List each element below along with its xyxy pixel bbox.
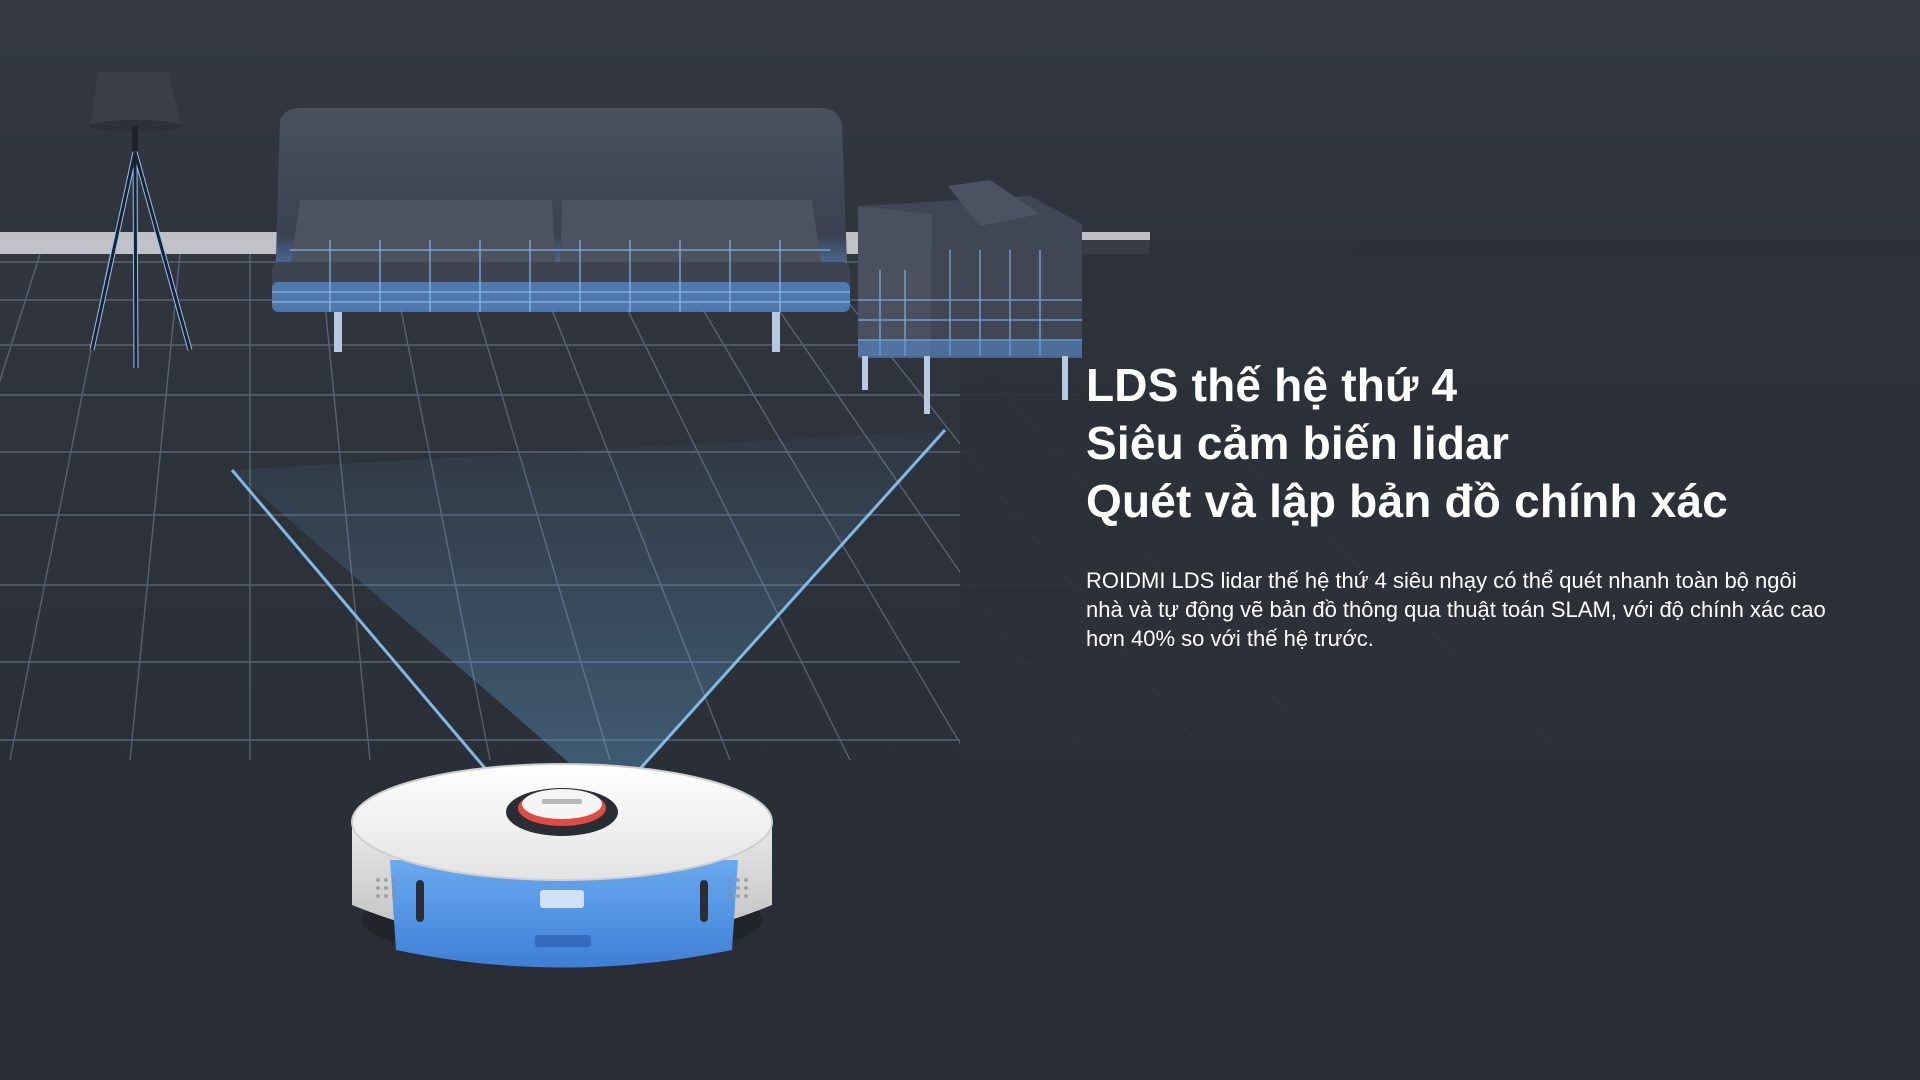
sensor-slot [700,880,708,922]
armchair [858,180,1082,414]
headline-line-3: Quét và lập bản đồ chính xác [1086,475,1729,527]
headline-line-2: Siêu cảm biến lidar [1086,417,1510,469]
feature-description: ROIDMI LDS lidar thế hệ thứ 4 siêu nhạy … [1086,568,1826,651]
headline-line-1: LDS thế hệ thứ 4 [1086,359,1458,411]
lidar-turret [506,788,618,836]
robot-vacuum [351,763,773,968]
floor-lamp [89,72,193,369]
dust-bin [390,860,738,968]
sofa [272,108,850,352]
sensor-slot [416,880,424,922]
feature-headline: LDS thế hệ thứ 4 Siêu cảm biến lidar Qué… [1086,356,1846,530]
feature-copy: LDS thế hệ thứ 4 Siêu cảm biến lidar Qué… [1086,356,1846,653]
